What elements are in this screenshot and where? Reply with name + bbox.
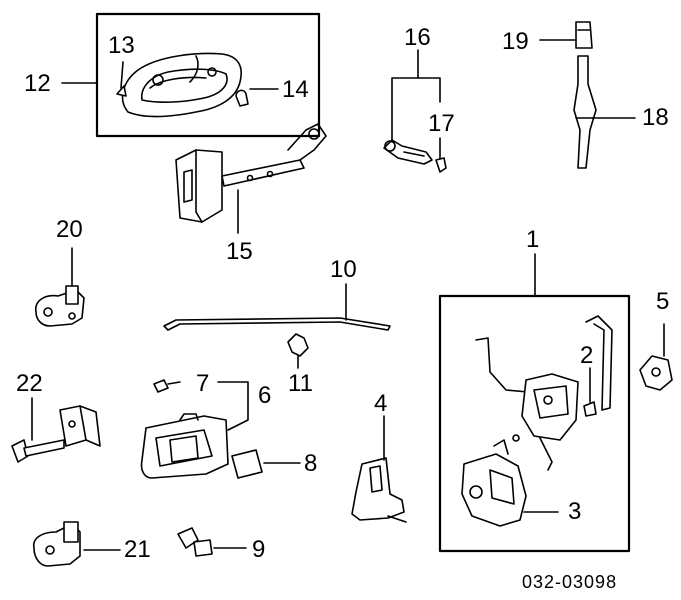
callout-10: 10	[330, 256, 357, 283]
inside-handle-part	[141, 414, 228, 478]
callout-8: 8	[304, 450, 318, 477]
callout-4: 4	[374, 390, 388, 417]
door-check-part	[12, 406, 100, 462]
latch-3-part	[462, 440, 526, 526]
group-box-outside-handle	[97, 14, 319, 136]
rod-connector-part	[384, 140, 446, 172]
callout-11: 11	[288, 370, 313, 397]
callout-18: 18	[642, 104, 669, 131]
figure-code: 032-03098	[522, 572, 618, 592]
callout-19: 19	[502, 28, 529, 55]
outside-handle-part	[123, 54, 242, 117]
actuator-4-part	[352, 458, 406, 522]
latch-assembly-part	[476, 316, 612, 470]
hinge-21-part	[34, 522, 80, 566]
spring-2-part	[584, 402, 596, 416]
hinge-20-part	[36, 286, 84, 326]
clip-14-part	[236, 90, 248, 106]
clip-13-part	[117, 86, 126, 96]
long-rod-part	[164, 318, 390, 330]
clip-11-part	[288, 334, 308, 356]
callout-16: 16	[404, 24, 431, 51]
callout-15: 15	[226, 238, 253, 265]
connector-9-part	[178, 528, 212, 556]
callout-7: 7	[196, 370, 210, 397]
striker-5-part	[640, 356, 672, 390]
callout-13: 13	[108, 32, 135, 59]
cap-8-part	[232, 450, 262, 478]
callout-22: 22	[16, 370, 43, 397]
callout-6: 6	[258, 382, 272, 409]
callout-21: 21	[124, 536, 151, 563]
callout-3: 3	[568, 498, 582, 525]
callout-17: 17	[428, 110, 455, 137]
callout-14: 14	[282, 76, 309, 103]
rod-bracket-part	[176, 124, 326, 222]
callout-12: 12	[24, 70, 51, 97]
callout-9: 9	[252, 536, 266, 563]
callout-20: 20	[56, 216, 83, 243]
callout-5: 5	[656, 288, 670, 315]
callout-2: 2	[580, 342, 594, 369]
callout-1: 1	[526, 226, 540, 253]
lock-rod-part	[574, 22, 596, 168]
screw-7-part	[154, 380, 168, 392]
